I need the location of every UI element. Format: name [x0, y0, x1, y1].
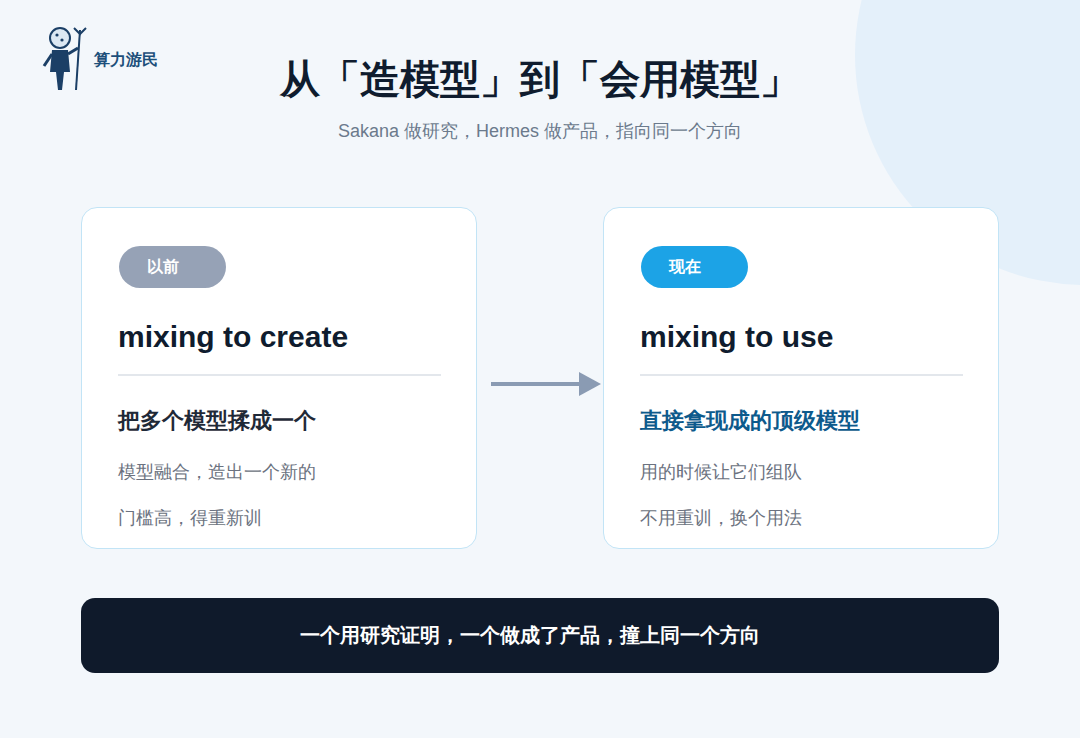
compare-card: mixing to create 把多个模型揉成一个模型融合，造出一个新的门槛高，…	[81, 207, 477, 549]
compare-card: mixing to use 直接拿现成的顶级模型用的时候让它们组队不用重训，换个用…	[603, 207, 999, 549]
card-body: 不用重训，换个用法	[640, 508, 802, 530]
arrow-shaft	[491, 382, 579, 386]
band-text: 一个用研究证明，一个做成了产品，撞上同一个方向	[81, 598, 979, 673]
pill-text: 以前	[119, 246, 206, 288]
page-title: 从「造模型」到「会用模型」	[0, 52, 1080, 107]
divider-line	[640, 374, 963, 376]
card-heading: mixing to use	[640, 319, 833, 355]
arrow-head	[579, 372, 601, 396]
flow-arrow	[491, 372, 601, 396]
logo-figure	[44, 28, 86, 90]
pill-text: 现在	[641, 246, 728, 288]
card-subheading: 直接拿现成的顶级模型	[640, 408, 860, 434]
summary-band: 一个用研究证明，一个做成了产品，撞上同一个方向	[81, 598, 999, 673]
card-body: 用的时候让它们组队	[640, 462, 802, 484]
status-pill: 以前	[119, 246, 226, 288]
card-subheading: 把多个模型揉成一个	[118, 408, 316, 434]
card-body: 模型融合，造出一个新的	[118, 462, 316, 484]
card-heading: mixing to create	[118, 319, 348, 355]
brand-name: 算力游民	[94, 50, 158, 71]
status-pill: 现在	[641, 246, 748, 288]
card-body: 门槛高，得重新训	[118, 508, 262, 530]
divider-line	[118, 374, 441, 376]
page-subtitle: Sakana 做研究，Hermes 做产品，指向同一个方向	[0, 119, 1080, 143]
